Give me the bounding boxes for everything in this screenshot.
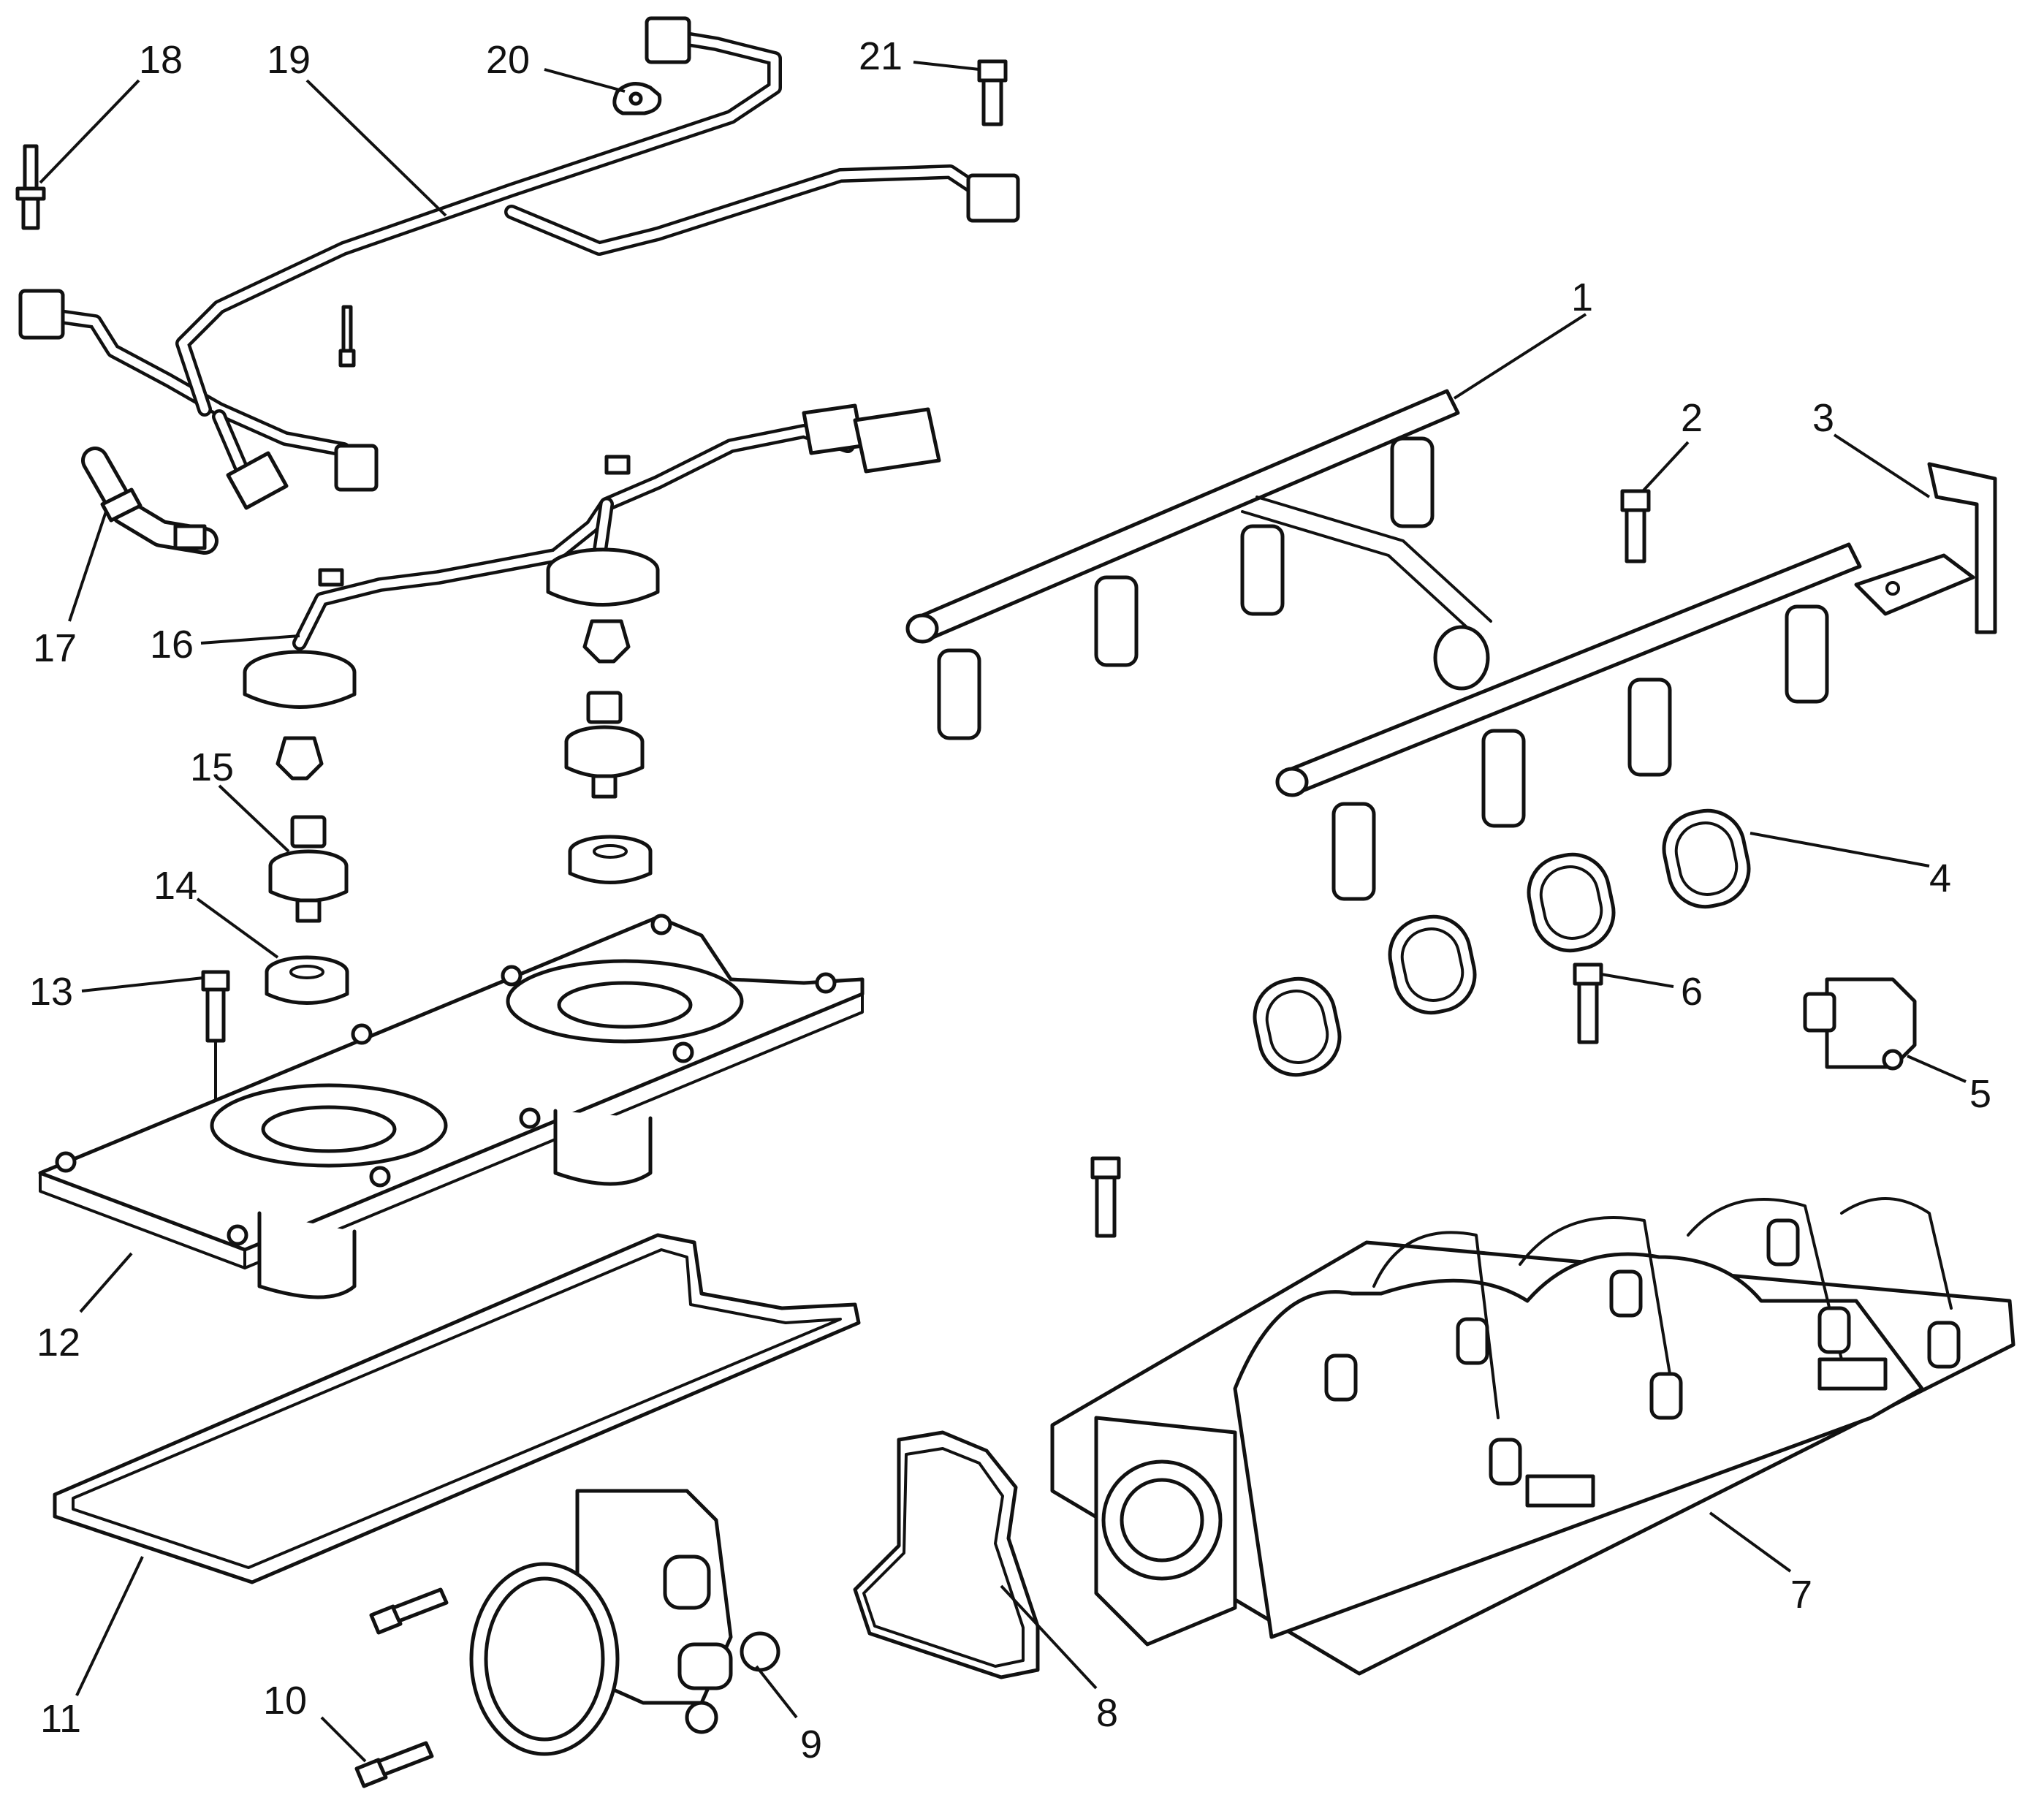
callout-11: 11 — [40, 1697, 81, 1741]
callout-14: 14 — [153, 864, 197, 908]
fuel-injectors — [937, 436, 1829, 901]
callout-21: 21 — [859, 34, 903, 78]
part-5-sensor — [1803, 977, 1917, 1071]
part-1-fuel-rail — [905, 389, 1862, 901]
callout-7: 7 — [1790, 1573, 1812, 1617]
part-9-throttle-body — [469, 1489, 780, 1756]
callout-3: 3 — [1812, 396, 1834, 440]
callout-leaders — [39, 61, 1967, 1763]
callout-6: 6 — [1681, 970, 1703, 1014]
part-21-bolt — [977, 59, 1008, 126]
part-3-bracket — [1854, 462, 1997, 634]
part-16-sensor-harness — [243, 403, 941, 709]
harness-connector-top — [645, 16, 691, 64]
harness-connector-left — [18, 289, 65, 340]
part-8-throttle-gasket — [853, 1430, 1040, 1679]
harness-connector-lower — [334, 444, 379, 492]
callout-9: 9 — [800, 1723, 822, 1766]
callout-19: 19 — [267, 38, 311, 82]
sensor-connectors — [276, 619, 631, 781]
harness-stud — [338, 305, 356, 368]
callout-8: 8 — [1096, 1691, 1118, 1735]
callout-15: 15 — [190, 745, 234, 789]
manifold-bracket-a — [1525, 1474, 1595, 1508]
part-10-bolt — [354, 1587, 449, 1788]
manifold-bosses — [1324, 1218, 1961, 1486]
part-19-wiring-harness — [18, 16, 1020, 510]
harness-sensor-plug — [226, 451, 289, 510]
part-4-intake-seal — [1253, 808, 1751, 1077]
part-11-gasket — [53, 1233, 861, 1584]
manifold-bracket-b — [1817, 1357, 1888, 1391]
callout-4: 4 — [1929, 857, 1951, 900]
callout-13: 13 — [29, 970, 73, 1014]
part-2-bolt — [1620, 489, 1651, 563]
part-14-grommet — [265, 835, 653, 1005]
part-17-hose — [81, 447, 219, 555]
callout-18: 18 — [139, 38, 183, 82]
callout-5: 5 — [1969, 1072, 1991, 1116]
callout-12: 12 — [37, 1321, 80, 1364]
part-6-bolt — [1090, 963, 1603, 1238]
callout-1: 1 — [1571, 276, 1593, 319]
part-7-intake-manifold — [1050, 1197, 2015, 1676]
part-18-stud — [15, 144, 46, 230]
part-20-clip — [612, 82, 662, 115]
part-13-bolt — [201, 970, 230, 1105]
callout-10: 10 — [263, 1679, 307, 1723]
callout-2: 2 — [1681, 396, 1703, 440]
part-15-knock-sensor — [268, 691, 645, 923]
callout-16: 16 — [150, 623, 194, 667]
cover-bolts — [55, 914, 837, 1246]
callout-20: 20 — [486, 38, 530, 82]
harness-connector-right — [966, 173, 1020, 223]
callout-17: 17 — [33, 626, 77, 670]
callout-labels: 1 2 3 4 5 6 7 8 9 10 11 12 13 14 15 16 1… — [29, 34, 1991, 1766]
part-12-valley-cover — [38, 914, 865, 1299]
